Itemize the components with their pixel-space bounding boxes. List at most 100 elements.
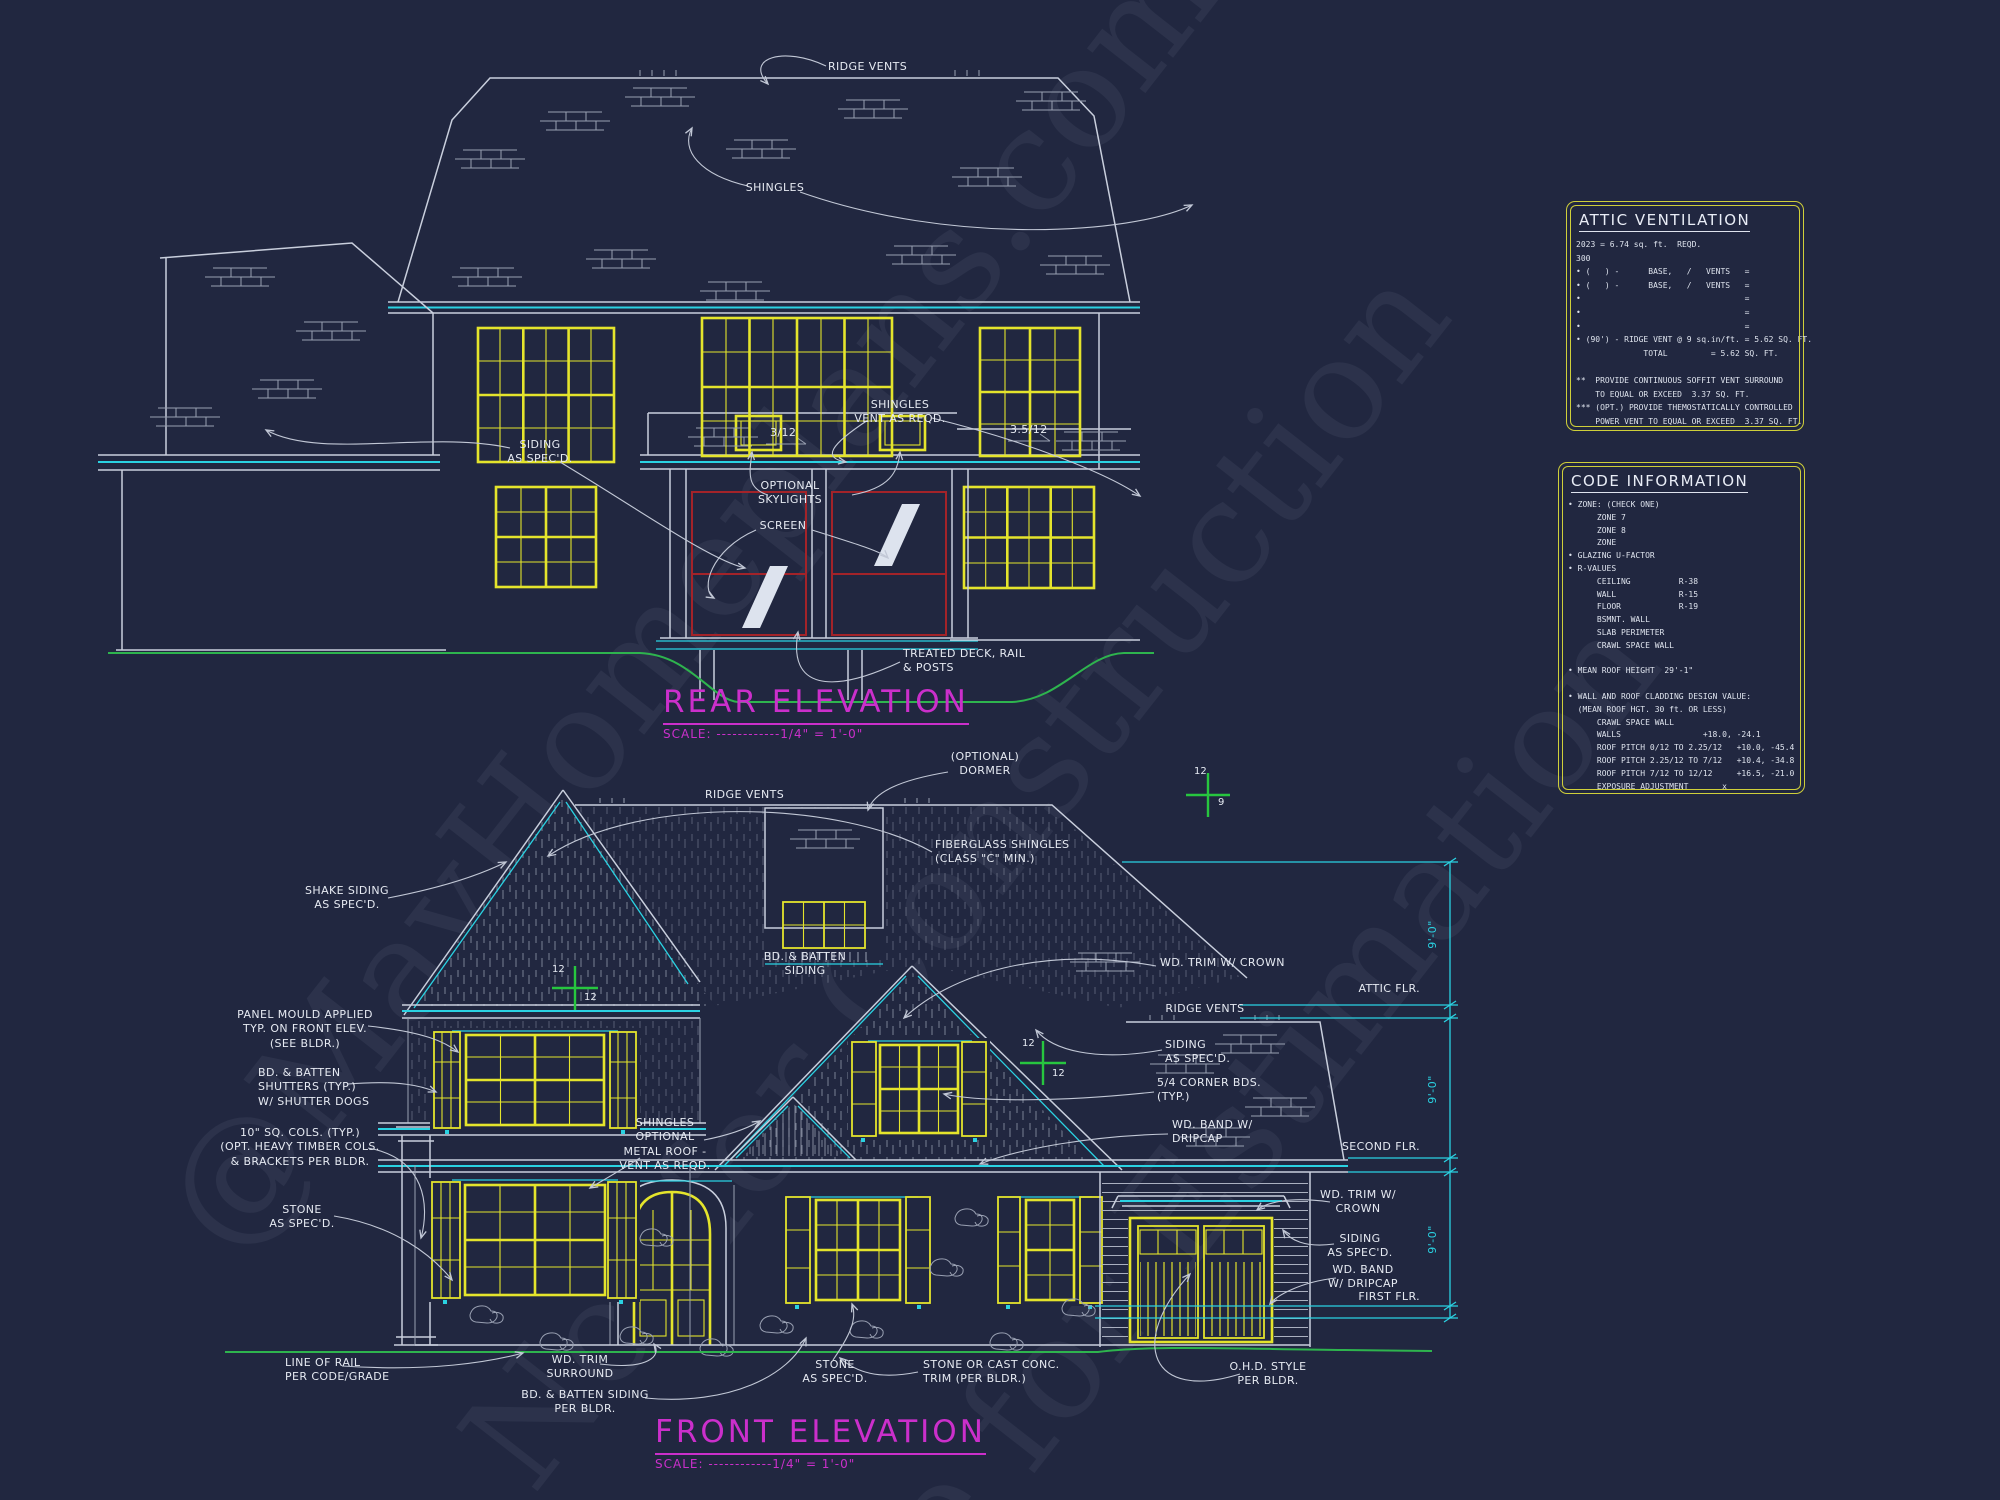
code-information-row: CRAWL SPACE WALL — [1568, 640, 1674, 650]
front-dimension-lines — [1095, 857, 1458, 1323]
label-front-ohd-style: O.H.D. STYLE PER BLDR. — [1229, 1360, 1307, 1388]
label-front-wd-trim-crown-upper: WD. TRIM W/ CROWN — [1160, 956, 1285, 969]
attic-ventilation-row: • (90') - RIDGE VENT @ 9 sq.in/ft. = 5.6… — [1576, 335, 1813, 345]
label-front-fiberglass-shingles: FIBERGLASS SHINGLES (CLASS "C" MIN.) — [935, 838, 1070, 866]
code-information-row: ROOF PITCH 7/12 TO 12/12 +16.5, -21.0 — [1568, 768, 1795, 778]
front-elevation-title: FRONT ELEVATION — [655, 1414, 986, 1455]
code-information-row: ROOF PITCH 0/12 TO 2.25/12 +10.0, -45.4 — [1568, 743, 1795, 753]
front-window-lower-left — [428, 1178, 640, 1304]
label-rear-skylights: OPTIONAL SKYLIGHTS — [758, 479, 822, 507]
rear-second-floor-windows — [476, 316, 1082, 464]
front-window-right — [994, 1194, 1106, 1309]
label-rear-ridge-vents: RIDGE VENTS — [828, 60, 908, 73]
label-front-columns: 10" SQ. COLS. (TYP.) (OPT. HEAVY TIMBER … — [220, 1126, 380, 1168]
attic-ventilation-row — [1576, 360, 1794, 374]
front-garage — [1099, 1172, 1311, 1347]
label-front-stone-left: STONE AS SPEC'D. — [269, 1203, 335, 1231]
code-information-row: CRAWL SPACE WALL — [1568, 717, 1674, 727]
rear-elevation-drawing — [98, 55, 1194, 703]
attic-ventilation-panel: ATTIC VENTILATION 2023 = 6.74 sq. ft. RE… — [1566, 201, 1813, 431]
dim-first-height: 9'-0" — [1425, 1225, 1439, 1254]
front-pitch-markers — [552, 773, 1230, 1085]
rear-leader-lines — [264, 55, 1194, 683]
label-front-optional-dormer: (OPTIONAL) DORMER — [950, 750, 1020, 778]
attic-ventilation-row: POWER VENT TO EQUAL OR EXCEED 3.37 SQ. F… — [1576, 416, 1803, 426]
label-front-shake-siding: SHAKE SIDING AS SPEC'D. — [305, 884, 389, 912]
label-front-porch-roof: SHINGLES OPTIONAL METAL ROOF - VENT AS R… — [619, 1116, 711, 1172]
attic-ventilation-row: • = — [1576, 321, 1750, 331]
pitch-12-mid-side: 12 — [1052, 1068, 1065, 1079]
label-front-wd-band-garage: WD. BAND W/ DRIPCAP — [1328, 1263, 1398, 1291]
rear-grade-line — [108, 652, 1154, 703]
code-information-row: • R-VALUES — [1568, 563, 1617, 573]
code-information-row: WALLS +18.0, -24.1 — [1568, 730, 1761, 740]
code-information-row: • ZONE: (CHECK ONE) — [1568, 500, 1660, 509]
label-front-corner-boards: 5/4 CORNER BDS. (TYP.) — [1157, 1076, 1261, 1104]
code-information-row: ZONE — [1568, 538, 1617, 548]
code-information-row: • MEAN ROOF HEIGHT 29'-1" — [1568, 666, 1694, 676]
code-information-row: SLAB PERIMETER — [1568, 627, 1665, 637]
label-front-ridge-vents-left: RIDGE VENTS — [705, 788, 785, 801]
label-front-wd-band-upper: WD. BAND W/ DRIPCAP — [1172, 1118, 1253, 1146]
front-entry — [609, 1096, 857, 1348]
label-second-floor: SECOND FLR. — [1341, 1140, 1420, 1153]
dim-attic-height: 9'-0" — [1425, 920, 1439, 949]
attic-ventilation-row: ** PROVIDE CONTINUOUS SOFFIT VENT SURROU… — [1576, 375, 1784, 385]
pitch-12-right-top: 12 — [1194, 766, 1207, 777]
label-front-stone-conc-trim: STONE OR CAST CONC. TRIM (PER BLDR.) — [923, 1358, 1060, 1386]
label-front-panel-mould: PANEL MOULD APPLIED TYP. ON FRONT ELEV. … — [237, 1008, 373, 1050]
label-front-line-of-rail: LINE OF RAIL PER CODE/GRADE — [285, 1356, 390, 1384]
code-information-row: ZONE 8 — [1568, 525, 1626, 535]
rear-first-floor-windows — [494, 485, 1096, 590]
code-information-row: ROOF PITCH 2.25/12 TO 7/12 +10.4, -34.8 — [1568, 755, 1795, 765]
code-information-title: CODE INFORMATION — [1571, 472, 1749, 493]
label-rear-deck: TREATED DECK, RAIL & POSTS — [903, 647, 1026, 675]
rear-elevation-title: REAR ELEVATION — [663, 684, 969, 725]
attic-ventilation-row: TO EQUAL OR EXCEED 3.37 SQ. FT. — [1576, 389, 1750, 399]
label-front-siding-right: SIDING AS SPEC'D. — [1165, 1038, 1231, 1066]
attic-ventilation-row: 300 — [1576, 253, 1591, 263]
front-elevation-scale: SCALE: ------------1/4" = 1'-0" — [655, 1457, 856, 1471]
label-front-siding-garage: SIDING AS SPEC'D. — [1327, 1232, 1393, 1260]
label-first-floor: FIRST FLR. — [1358, 1290, 1420, 1303]
label-rear-siding: SIDING AS SPEC'D. — [507, 438, 573, 466]
code-information-row: ZONE 7 — [1568, 512, 1626, 522]
rear-deck — [656, 640, 978, 700]
label-rear-screen: SCREEN — [759, 519, 807, 532]
pitch-12-left-top: 12 — [552, 964, 565, 975]
label-front-stone-center: STONE AS SPEC'D. — [802, 1358, 868, 1386]
label-rear-shingles: SHINGLES — [745, 181, 805, 194]
pitch-12-left-side: 12 — [584, 992, 597, 1003]
attic-ventilation-title: ATTIC VENTILATION — [1579, 211, 1751, 232]
front-window-upper-left — [430, 1028, 640, 1134]
front-window-gable — [848, 1038, 990, 1142]
code-information-row: • GLAZING U-FACTOR — [1568, 551, 1655, 561]
front-elevation-drawing — [225, 771, 1458, 1400]
code-information-rows: • ZONE: (CHECK ONE) ZONE 7 ZONE 8 ZONE • … — [1559, 497, 1804, 795]
code-information-row: CEILING R-38 — [1568, 576, 1699, 586]
front-leader-lines — [333, 771, 1337, 1400]
attic-ventilation-rows: 2023 = 6.74 sq. ft. REQD.300• ( ) - BASE… — [1567, 236, 1813, 430]
pitch-9-right-side: 9 — [1218, 797, 1225, 808]
label-front-wd-trim-crown-garage: WD. TRIM W/ CROWN — [1320, 1188, 1396, 1216]
label-front-bd-batten-siding: BD. & BATTEN SIDING PER BLDR. — [521, 1388, 649, 1416]
attic-ventilation-row: 2023 = 6.74 sq. ft. REQD. — [1576, 240, 1702, 249]
attic-ventilation-row: • = — [1576, 294, 1750, 304]
label-rear-shingles-vent: SHINGLES VENT AS REQD. — [854, 398, 946, 426]
label-front-ridge-vents-right: RIDGE VENTS — [1165, 1002, 1245, 1015]
label-attic-floor: ATTIC FLR. — [1358, 982, 1420, 995]
dim-second-height: 9'-0" — [1425, 1075, 1439, 1104]
code-information-row: (MEAN ROOF HGT. 30 ft. OR LESS) — [1568, 704, 1727, 714]
pitch-12-mid-top: 12 — [1022, 1038, 1035, 1049]
code-information-row — [1568, 653, 1795, 666]
label-front-dormer-siding: BD. & BATTEN SIDING — [763, 950, 847, 978]
code-information-panel: CODE INFORMATION • ZONE: (CHECK ONE) ZON… — [1558, 462, 1805, 794]
label-front-wd-trim-surround: WD. TRIM SURROUND — [546, 1353, 614, 1381]
front-elevation-title-block: FRONT ELEVATION SCALE: ------------1/4" … — [655, 1414, 986, 1471]
code-information-row: EXPOSURE ADJUSTMENT x — [1568, 781, 1727, 791]
front-optional-dormer — [764, 807, 884, 965]
front-grade-line — [225, 1346, 1433, 1353]
label-rear-pitch-3-5-12: 3.5/12 — [1010, 423, 1048, 436]
